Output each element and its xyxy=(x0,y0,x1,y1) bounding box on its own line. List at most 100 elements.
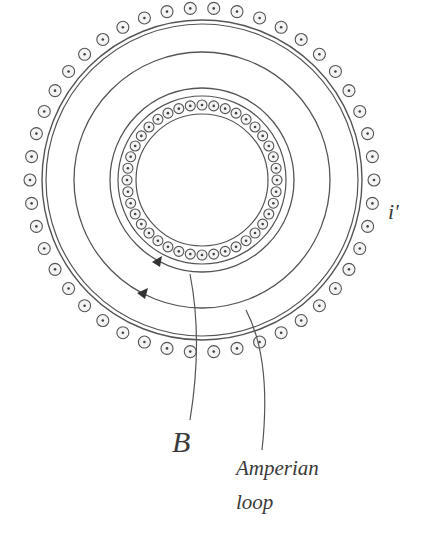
wire-circle xyxy=(295,33,307,45)
wire-circle xyxy=(197,250,207,260)
current-dot-symbol xyxy=(117,21,129,33)
wire-dot xyxy=(254,232,257,235)
wire-dot xyxy=(245,239,248,242)
leader-line xyxy=(190,274,197,420)
wire-circle xyxy=(79,300,91,312)
current-dot-symbol xyxy=(362,220,374,232)
wire-dot xyxy=(276,179,279,182)
wire-dot xyxy=(29,179,32,182)
current-dot-symbol xyxy=(197,100,207,110)
wire-circle xyxy=(209,249,219,259)
current-dot-symbol xyxy=(153,114,163,124)
current-label: i' xyxy=(388,194,428,229)
wire-circle xyxy=(220,104,230,114)
wire-circle xyxy=(271,187,281,197)
wire-dot xyxy=(212,350,215,353)
current-dot-symbol xyxy=(79,300,91,312)
current-dot-symbol xyxy=(24,174,36,186)
wire-circle xyxy=(184,346,196,358)
inner-shell-line xyxy=(136,114,268,246)
current-rings xyxy=(24,2,380,357)
current-dot-symbol xyxy=(264,141,274,151)
wire-circle xyxy=(231,6,243,18)
wire-dot xyxy=(366,132,369,135)
wire-dot xyxy=(148,232,151,235)
wire-dot xyxy=(318,53,321,56)
wire-circle xyxy=(26,151,38,163)
wire-circle xyxy=(79,48,91,60)
loop-arrowhead xyxy=(137,288,148,299)
current-dot-symbol xyxy=(271,187,281,197)
current-dot-symbol xyxy=(153,236,163,246)
wire-circle xyxy=(161,6,173,18)
wire-circle xyxy=(30,220,42,232)
amperian-loop-circle xyxy=(74,52,330,308)
current-dot-symbol xyxy=(220,104,230,114)
current-dot-symbol xyxy=(126,152,136,162)
wire-dot xyxy=(224,107,227,110)
wire-dot xyxy=(127,190,130,193)
current-dot-symbol xyxy=(354,243,366,255)
wire-dot xyxy=(157,239,160,242)
current-dot-symbol xyxy=(38,105,50,117)
wire-dot xyxy=(334,70,337,73)
current-dot-symbol xyxy=(209,101,219,111)
wire-dot xyxy=(157,118,160,121)
current-dot-symbol xyxy=(163,242,173,252)
wire-circle xyxy=(174,246,184,256)
inner-shell-line xyxy=(118,96,286,264)
wire-circle xyxy=(362,128,374,140)
wire-dot xyxy=(166,347,169,350)
current-dot-symbol xyxy=(122,175,132,185)
wire-circle xyxy=(136,131,146,141)
current-dot-symbol xyxy=(123,187,133,197)
current-dot-symbol xyxy=(275,327,287,339)
wire-circle xyxy=(250,122,260,132)
wire-circle xyxy=(343,85,355,97)
wire-circle xyxy=(250,228,260,238)
current-dot-symbol xyxy=(97,315,109,327)
current-dot-symbol xyxy=(126,198,136,208)
inner-current-ring xyxy=(122,100,282,260)
current-dot-symbol xyxy=(26,151,38,163)
current-dot-symbol xyxy=(163,108,173,118)
current-dot-symbol xyxy=(197,250,207,260)
wire-dot xyxy=(178,107,181,110)
wire-dot xyxy=(189,350,192,353)
wire-dot xyxy=(43,110,46,113)
wire-dot xyxy=(258,17,261,20)
wire-dot xyxy=(275,167,278,170)
wire-circle xyxy=(313,300,325,312)
current-dot-symbol xyxy=(268,198,278,208)
current-dot-symbol xyxy=(343,263,355,275)
current-dot-symbol xyxy=(295,315,307,327)
current-dot-symbol xyxy=(184,346,196,358)
wire-circle xyxy=(38,243,50,255)
wire-circle xyxy=(130,209,140,219)
current-dot-symbol xyxy=(231,242,241,252)
wire-dot xyxy=(35,132,38,135)
current-dot-symbol xyxy=(136,131,146,141)
wire-circle xyxy=(231,108,241,118)
current-dot-symbol xyxy=(366,151,378,163)
wire-circle xyxy=(122,175,132,185)
current-dot-symbol xyxy=(241,236,251,246)
current-dot-symbol xyxy=(63,283,75,295)
current-dot-symbol xyxy=(138,336,150,348)
current-dot-symbol xyxy=(250,122,260,132)
current-dot-symbol xyxy=(275,21,287,33)
wire-circle xyxy=(258,219,268,229)
wire-circle xyxy=(117,327,129,339)
current-dot-symbol xyxy=(231,6,243,18)
wire-dot xyxy=(280,26,283,29)
wire-dot xyxy=(189,105,192,108)
wire-dot xyxy=(134,145,137,148)
wire-dot xyxy=(122,26,125,29)
current-dot-symbol xyxy=(138,12,150,24)
wire-circle xyxy=(63,283,75,295)
wire-dot xyxy=(245,118,248,121)
current-dot-symbol xyxy=(231,342,243,354)
current-dot-symbol xyxy=(271,163,281,173)
current-dot-symbol xyxy=(208,2,220,14)
wire-circle xyxy=(343,263,355,275)
